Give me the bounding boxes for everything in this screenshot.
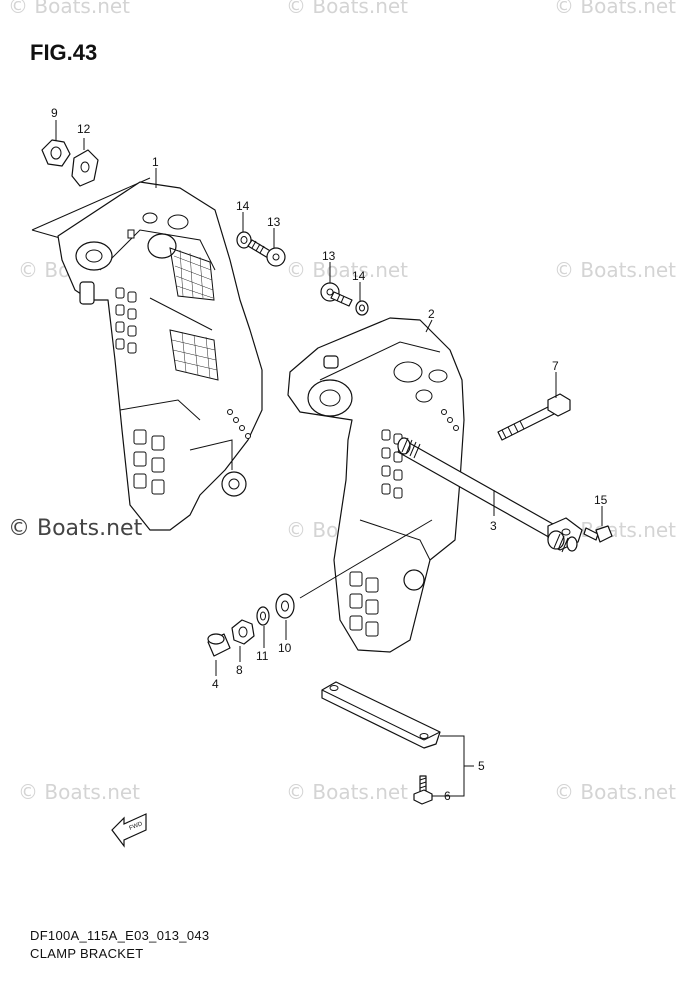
watermark: © Boats.net — [554, 258, 677, 282]
callout-11: 11 — [256, 649, 269, 663]
part-9-nut[interactable] — [41, 139, 71, 167]
callout-2: 2 — [428, 307, 435, 321]
callout-12: 12 — [77, 122, 91, 136]
callout-15: 15 — [594, 493, 608, 507]
callout-8: 8 — [236, 663, 243, 677]
callout-14: 14 — [236, 199, 250, 213]
watermark: © Boats.net — [554, 0, 677, 18]
callout-10: 10 — [278, 641, 292, 655]
part-6-bolt[interactable] — [413, 775, 433, 805]
part-5-plate[interactable] — [321, 681, 441, 749]
callout-13: 13 — [267, 215, 281, 229]
callout-6: 6 — [444, 789, 451, 803]
part-13-bolt-upper[interactable] — [247, 239, 286, 267]
diagram-code: DF100A_115A_E03_013_043 — [30, 928, 210, 943]
callout-4: 4 — [212, 677, 219, 691]
callout-14: 14 — [352, 269, 366, 283]
part-14-washer-lower[interactable] — [355, 300, 369, 316]
callout-13: 13 — [322, 249, 336, 263]
part-14-washer-upper[interactable] — [236, 231, 252, 249]
watermark: © Boats.net — [286, 258, 409, 282]
part-3-tilt-tube[interactable] — [397, 437, 583, 553]
watermark: © Boats.net — [286, 780, 409, 804]
part-15-bolt[interactable] — [583, 525, 613, 543]
diagram-name: CLAMP BRACKET — [30, 946, 144, 961]
callout-9: 9 — [51, 106, 58, 120]
watermark-prominent: © Boats.net — [8, 516, 143, 541]
part-8-nut[interactable] — [231, 619, 255, 645]
part-7-bolt[interactable] — [497, 393, 571, 441]
part-11-washer[interactable] — [256, 606, 270, 626]
part-2-clamp-bracket[interactable] — [287, 317, 465, 653]
part-10-washer[interactable] — [275, 593, 295, 619]
fwd-label: FWD — [129, 821, 145, 832]
part-1-clamp-bracket[interactable] — [31, 177, 263, 531]
watermark: © Boats.net — [554, 780, 677, 804]
callout-1: 1 — [152, 155, 159, 169]
fwd-arrow-icon: FWD — [111, 813, 147, 848]
part-13-bolt-lower[interactable] — [320, 282, 353, 307]
callout-5: 5 — [478, 759, 485, 773]
leader-lines — [55, 120, 603, 797]
part-12-plate[interactable] — [71, 149, 99, 187]
callout-3: 3 — [490, 519, 497, 533]
watermark: © Boats.net — [286, 0, 409, 18]
watermark: © Boats.net — [8, 0, 131, 18]
watermark: © Boats.net — [18, 780, 141, 804]
figure-title: FIG.43 — [30, 40, 98, 65]
callout-7: 7 — [552, 359, 559, 373]
part-4-collar[interactable] — [207, 633, 231, 657]
